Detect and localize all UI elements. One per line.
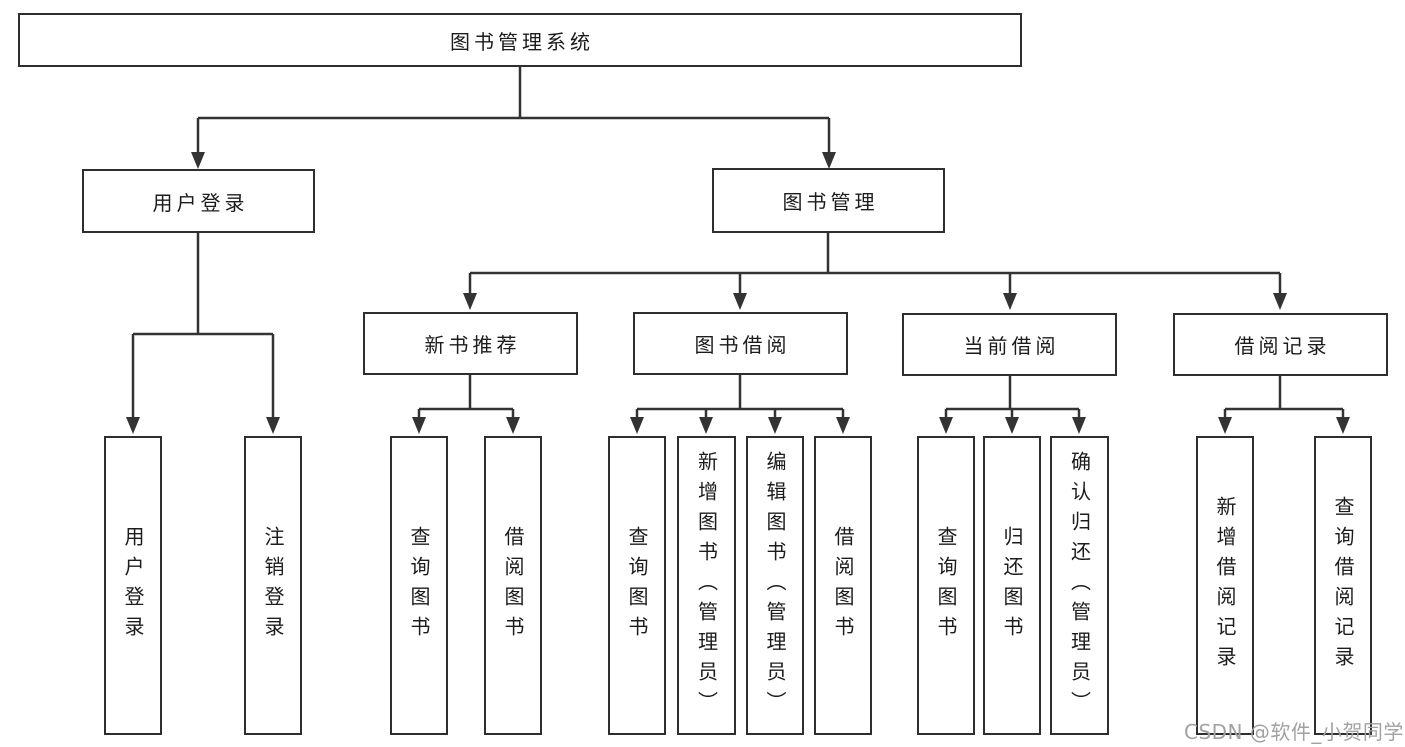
- node-query-books: 查询图书: [608, 436, 666, 735]
- node-label: 用户登录: [121, 525, 145, 646]
- node-label: 查询图书: [407, 525, 431, 646]
- edge-current-borrow-to-children: [944, 376, 1081, 417]
- edge-new-book-rec-to-children: [417, 375, 515, 417]
- node-add-books-admin: 新增图书（管理员）: [677, 436, 736, 735]
- node-borrow-books: 借阅图书: [484, 436, 542, 735]
- node-query-borrow-record: 查询借阅记录: [1314, 436, 1372, 735]
- node-borrowing-records: 借阅记录: [1173, 313, 1388, 376]
- node-logout: 注销登录: [244, 436, 302, 735]
- node-book-borrowing: 图书借阅: [633, 312, 848, 375]
- node-label: 新增借阅记录: [1213, 495, 1237, 676]
- node-label: 查询图书: [934, 525, 958, 646]
- node-label: 借阅图书: [501, 525, 525, 646]
- node-query-books: 查询图书: [390, 436, 448, 735]
- node-label: 图书管理系统: [450, 29, 594, 54]
- node-label: 确认归还（管理员）: [1067, 450, 1092, 721]
- edge-book-borrow-to-children: [635, 375, 845, 417]
- node-label: 注销登录: [261, 525, 285, 646]
- node-label: 新书推荐: [424, 333, 521, 357]
- node-query-books: 查询图书: [917, 436, 975, 735]
- edge-user-login-to-children: [131, 233, 275, 417]
- edge-root-to-level2: [196, 67, 831, 152]
- csdn-watermark: CSDN @软件_小贺同学: [1184, 720, 1404, 744]
- node-label: 借阅图书: [831, 525, 855, 646]
- edge-book-mgmt-to-children: [468, 233, 1282, 293]
- node-label: 查询借阅记录: [1331, 495, 1355, 676]
- node-label: 图书管理: [782, 190, 879, 214]
- node-user-login-group: 用户登录: [82, 169, 315, 233]
- node-label: 查询图书: [625, 525, 649, 646]
- node-current-borrowing: 当前借阅: [902, 313, 1117, 376]
- node-label: 编辑图书（管理员）: [763, 450, 787, 721]
- node-confirm-return-admin: 确认归还（管理员）: [1050, 436, 1109, 735]
- node-label: 用户登录: [152, 190, 249, 215]
- node-add-borrow-record: 新增借阅记录: [1196, 436, 1254, 735]
- node-label: 图书借阅: [694, 333, 791, 357]
- node-borrow-books: 借阅图书: [814, 436, 872, 735]
- node-library-management-system: 图书管理系统: [18, 13, 1022, 67]
- node-edit-books-admin: 编辑图书（管理员）: [746, 436, 804, 735]
- node-return-books: 归还图书: [983, 436, 1041, 735]
- node-label: 归还图书: [1000, 525, 1024, 646]
- node-label: 借阅记录: [1234, 334, 1331, 358]
- node-label: 新增图书（管理员）: [694, 450, 719, 721]
- node-user-login: 用户登录: [104, 436, 162, 735]
- node-book-management: 图书管理: [712, 168, 945, 233]
- node-new-book-recommendation: 新书推荐: [363, 312, 578, 375]
- node-label: 当前借阅: [963, 334, 1060, 358]
- arrowheads: [126, 152, 1350, 434]
- edge-borrow-record-to-children: [1223, 376, 1345, 417]
